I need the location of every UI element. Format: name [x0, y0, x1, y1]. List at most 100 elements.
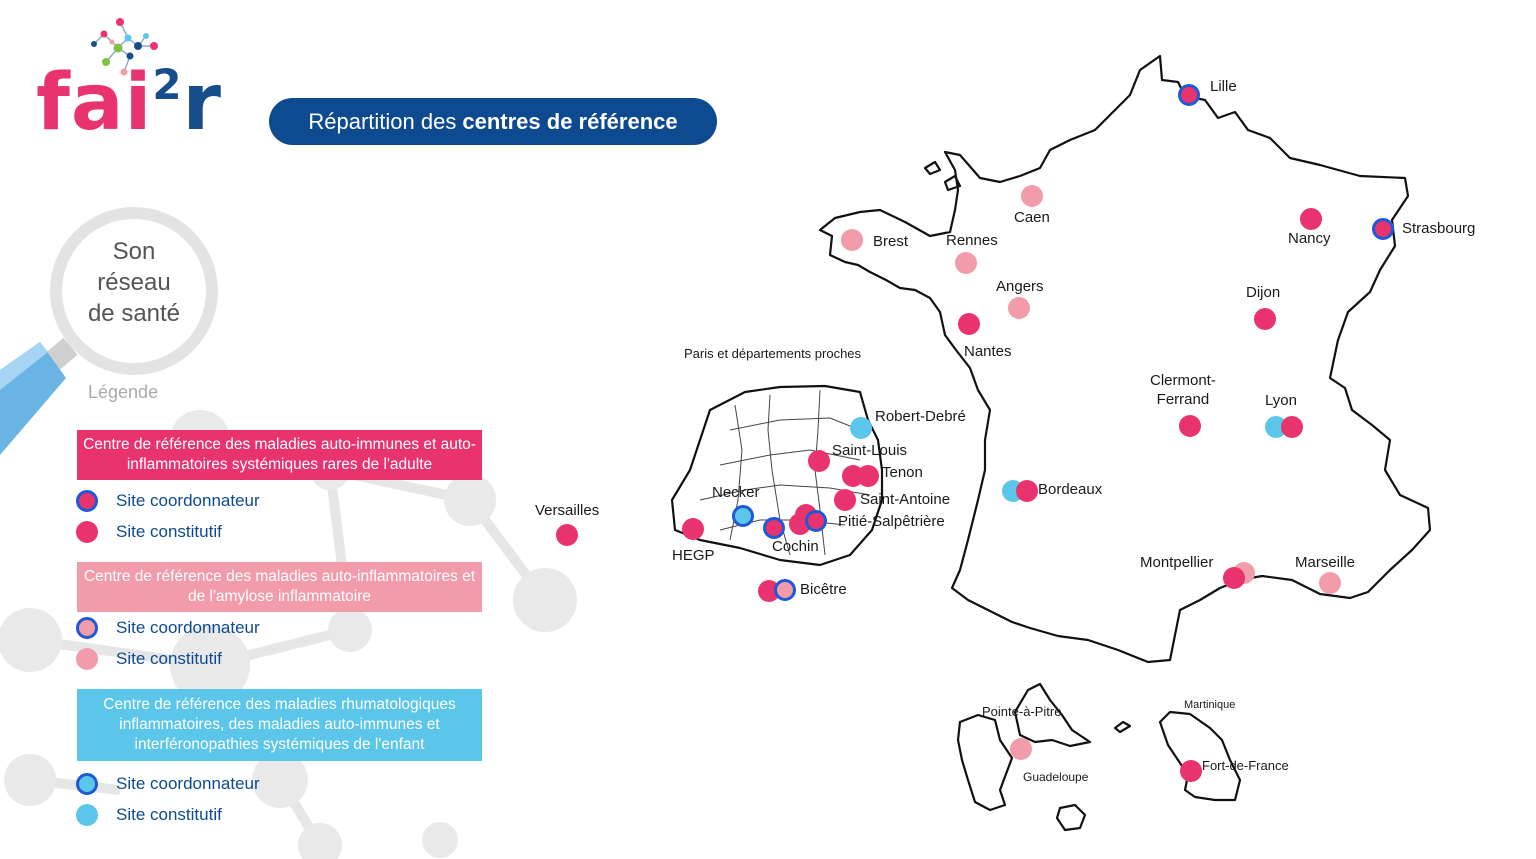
legend-title: Légende — [88, 382, 159, 402]
site-marker-pointe-a-pitre[interactable] — [1010, 738, 1032, 760]
logo-molecule-icon — [91, 18, 158, 76]
region-label-martinique: Martinique — [1184, 699, 1236, 711]
site-marker-brest[interactable] — [841, 229, 863, 251]
legend-group-label: Centre de référence des maladies auto-im… — [83, 436, 476, 473]
channel-island-outline-2 — [943, 174, 962, 192]
paris-inset-title: Paris et départements proches — [684, 346, 862, 361]
legend-group-label: Centre de référence des maladies auto-in… — [83, 568, 476, 605]
site-marker-hegp[interactable] — [682, 518, 704, 540]
site-marker-saint-antoine[interactable] — [834, 489, 856, 511]
legend-group-adult: Centre de référence des maladies auto-im… — [77, 430, 482, 480]
city-label-robert-debre: Robert-Debré — [875, 408, 966, 425]
constitutif-marker-icon — [76, 521, 98, 543]
site-marker-bordeaux-adult[interactable] — [1016, 480, 1038, 502]
city-label-rennes: Rennes — [946, 232, 998, 249]
city-label-saint-antoine: Saint-Antoine — [860, 491, 951, 508]
site-marker-necker-coordonnateur[interactable] — [732, 505, 754, 527]
site-marker-lille-coordonnateur[interactable] — [1178, 84, 1200, 106]
site-marker-dijon[interactable] — [1254, 308, 1276, 330]
city-label-marseille: Marseille — [1295, 554, 1356, 571]
city-label-lille: Lille — [1210, 78, 1237, 95]
site-marker-clermont[interactable] — [1179, 415, 1201, 437]
site-marker-robert-debre[interactable] — [850, 417, 872, 439]
legend-group-label: Centre de référence des maladies rhumato… — [103, 696, 456, 753]
site-marker-fort-de-france[interactable] — [1180, 760, 1202, 782]
site-marker-nancy[interactable] — [1300, 208, 1322, 230]
guadeloupe-outline — [956, 713, 1014, 812]
city-label-strasbourg: Strasbourg — [1402, 220, 1476, 237]
constitutif-marker-icon — [76, 804, 98, 826]
city-label-cochin: Cochin — [772, 538, 819, 555]
site-marker-pitie-coordonnateur[interactable] — [805, 510, 827, 532]
legend-item-label: Site constitutif — [116, 649, 222, 668]
site-marker-rennes[interactable] — [955, 252, 977, 274]
city-label-pitie: Pitié-Salpêtrière — [838, 513, 945, 530]
site-marker-saint-louis[interactable] — [808, 450, 830, 472]
title-prefix: Répartition des — [308, 108, 457, 134]
guadeloupe-east-outline — [1013, 682, 1092, 748]
coordonnateur-marker-icon — [76, 773, 98, 795]
city-label-hegp: HEGP — [672, 547, 715, 564]
city-label-bordeaux: Bordeaux — [1038, 481, 1103, 498]
city-label-clermont: Clermont- Ferrand — [1150, 372, 1216, 408]
coordonnateur-marker-icon — [76, 617, 98, 639]
la-desirade-outline — [1113, 720, 1132, 734]
site-marker-lyon-adult[interactable] — [1281, 416, 1303, 438]
city-label-nancy: Nancy — [1288, 230, 1331, 247]
city-label-pointe-a-pitre: Pointe-à-Pitre — [982, 704, 1062, 719]
city-label-necker: Necker — [712, 484, 760, 501]
city-label-nantes: Nantes — [964, 343, 1012, 360]
city-label-tenon: Tenon — [882, 464, 923, 481]
city-label-brest: Brest — [873, 233, 909, 250]
legend-item-label: Site coordonnateur — [116, 618, 260, 637]
legend-item-label: Site constitutif — [116, 522, 222, 541]
city-label-fort-de-france: Fort-de-France — [1202, 758, 1289, 773]
page-title: Répartition des centres de référence — [269, 98, 717, 145]
city-label-montpellier: Montpellier — [1140, 554, 1214, 571]
city-label-lyon: Lyon — [1265, 392, 1297, 409]
legend-item-amylose-constitutif: Site constitutif — [76, 647, 222, 671]
site-marker-versailles[interactable] — [556, 524, 578, 546]
france-mainland-outline — [818, 54, 1432, 664]
marie-galante-outline — [1055, 803, 1087, 832]
constitutif-marker-icon — [76, 648, 98, 670]
city-label-saint-louis: Saint-Louis — [832, 442, 908, 459]
legend-item-label: Site constitutif — [116, 805, 222, 824]
magnifier-line-1: Son — [112, 238, 156, 265]
legend-item-adult-coordonnateur: Site coordonnateur — [76, 489, 260, 513]
coordonnateur-marker-icon — [76, 490, 98, 512]
logo-wordmark: fai2r — [36, 58, 223, 148]
site-marker-caen[interactable] — [1021, 185, 1043, 207]
legend-item-amylose-coordonnateur: Site coordonnateur — [76, 616, 260, 640]
city-label-bicetre: Bicêtre — [800, 581, 847, 598]
city-label-versailles: Versailles — [535, 502, 600, 519]
title-bold: centres de référence — [462, 108, 678, 134]
channel-island-outline — [923, 160, 942, 176]
site-marker-strasbourg-coordonnateur[interactable] — [1372, 218, 1394, 240]
city-label-caen: Caen — [1014, 209, 1050, 226]
legend-group-child: Centre de référence des maladies rhumato… — [77, 689, 482, 761]
site-marker-cochin-coordonnateur[interactable] — [763, 517, 785, 539]
paris-inset-outline — [670, 384, 884, 567]
site-marker-nantes[interactable] — [958, 313, 980, 335]
magnifier-line-3: de santé — [87, 300, 181, 327]
magnifier-line-2: réseau — [97, 269, 171, 296]
legend-item-label: Site coordonnateur — [116, 774, 260, 793]
city-label-dijon: Dijon — [1246, 284, 1281, 301]
legend-item-adult-constitutif: Site constitutif — [76, 520, 222, 544]
site-marker-montpellier-adult[interactable] — [1223, 567, 1245, 589]
martinique-outline — [1158, 710, 1242, 802]
legend-item-child-constitutif: Site constitutif — [76, 803, 222, 827]
site-marker-marseille[interactable] — [1319, 572, 1341, 594]
magnifier-text: Son réseau de santé — [60, 236, 208, 329]
paris-arrondissement-lines — [729, 417, 861, 431]
city-label-angers: Angers — [996, 278, 1044, 295]
legend-item-label: Site coordonnateur — [116, 491, 260, 510]
site-marker-tenon-2[interactable] — [857, 465, 879, 487]
legend-group-amylose: Centre de référence des maladies auto-in… — [77, 562, 482, 612]
site-marker-angers[interactable] — [1008, 297, 1030, 319]
region-label-guadeloupe: Guadeloupe — [1023, 770, 1089, 784]
legend-item-child-coordonnateur: Site coordonnateur — [76, 772, 260, 796]
site-marker-bicetre-coordonnateur[interactable] — [774, 579, 796, 601]
